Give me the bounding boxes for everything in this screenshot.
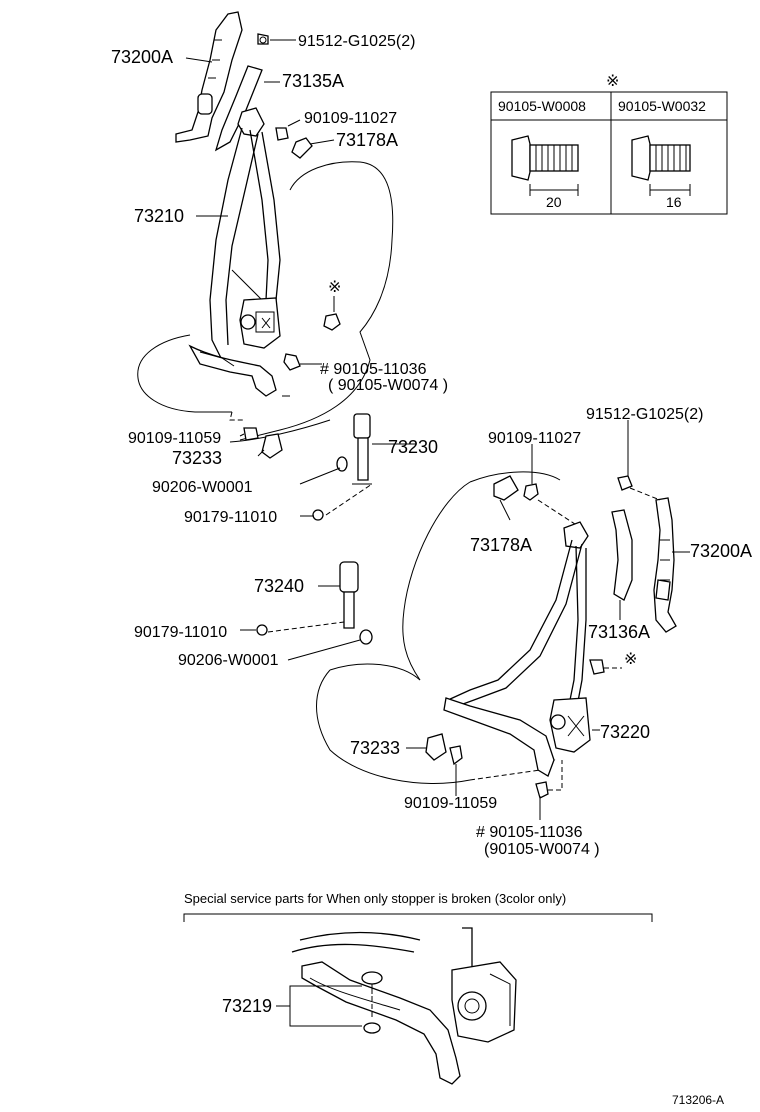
buckle-part [339,561,359,629]
part-number-label: (90105-W0074 ) [484,841,600,858]
special-service-note: Special service parts for When only stop… [184,891,566,906]
part-number-label: 73200A [111,47,173,67]
part-number-label: 73233 [172,448,222,468]
belt-webbing [447,539,573,701]
bolt-icon [631,135,691,196]
part-number-label: 90109-11027 [304,110,397,127]
anchor-cover-part [425,733,447,761]
belt-guide-part [291,137,313,159]
part-number-label: # 90105-11036 [476,824,583,841]
part-number-label: 73240 [254,576,304,596]
part-number-label: 90109-11027 [488,430,581,447]
stopper-icon [363,1022,381,1034]
part-number-label: 73210 [134,206,184,226]
bolt-icon [275,127,289,141]
nut-icon [312,509,324,521]
height-adjuster-part [175,11,243,143]
cover-part [611,509,633,601]
anchor-cover-part [261,433,283,459]
part-number-label: 73200A [690,541,752,561]
retractor-part [451,961,517,1043]
part-number-label: 73135A [282,71,344,91]
bolt-icon [511,135,579,196]
part-number-label: 73219 [222,996,272,1016]
bolt-icon [535,781,549,799]
table-header-col1: 90105-W0008 [498,98,586,114]
buckle-part [352,413,372,485]
washer-icon [336,456,348,472]
part-number-label: 73233 [350,738,400,758]
retractor-part [549,697,591,753]
part-number-label: 90179-11010 [184,509,277,526]
bolt-icon [257,33,269,45]
table-ref-mark: ※ [606,73,619,90]
belt-guide-part [493,475,519,501]
part-number-label: 90109-11059 [404,795,497,812]
part-number-label: 73136A [588,622,650,642]
bolt-icon [243,427,259,441]
special-service-section: Special service parts for When only stop… [183,891,653,1085]
bolt-icon [589,659,605,675]
right-seat-belt-assembly [256,471,677,799]
table-length-col2: 16 [666,194,682,210]
part-number-label: 90179-11010 [134,624,227,641]
figure-code: 713206-A [672,1093,724,1107]
part-number-label: 73230 [388,437,438,457]
cover-part [214,65,263,152]
ref-mark: ※ [624,651,637,668]
part-number-label: 73178A [336,130,398,150]
nut-icon [256,624,268,636]
left-seat-belt-assembly [137,11,394,521]
retractor-part [239,297,281,349]
bolt-icon [617,475,633,491]
part-number-label: # 90105-11036 [320,361,427,378]
washer-icon [359,629,373,645]
stopper-icon [361,971,383,994]
part-number-label: 90206-W0001 [178,652,279,669]
height-adjuster-part [653,497,677,633]
part-number-label: 90109-11059 [128,430,221,447]
belt-webbing [209,127,243,361]
part-number-label: 90206-W0001 [152,479,253,496]
part-number-label: 73220 [600,722,650,742]
bolt-icon [283,353,301,371]
part-number-label: ( 90105-W0074 ) [328,377,448,394]
ref-mark: ※ [328,279,341,296]
bolt-spec-table: ※ 90105-W0008 90105-W0032 20 16 [490,73,728,215]
bolt-icon [323,313,341,331]
bolt-icon [449,745,463,766]
part-number-label: 91512-G1025(2) [298,33,415,50]
table-header-col2: 90105-W0032 [618,98,706,114]
part-number-label: 91512-G1025(2) [586,406,703,423]
table-length-col1: 20 [546,194,562,210]
bolt-icon [523,483,539,501]
part-number-label: 73178A [470,535,532,555]
